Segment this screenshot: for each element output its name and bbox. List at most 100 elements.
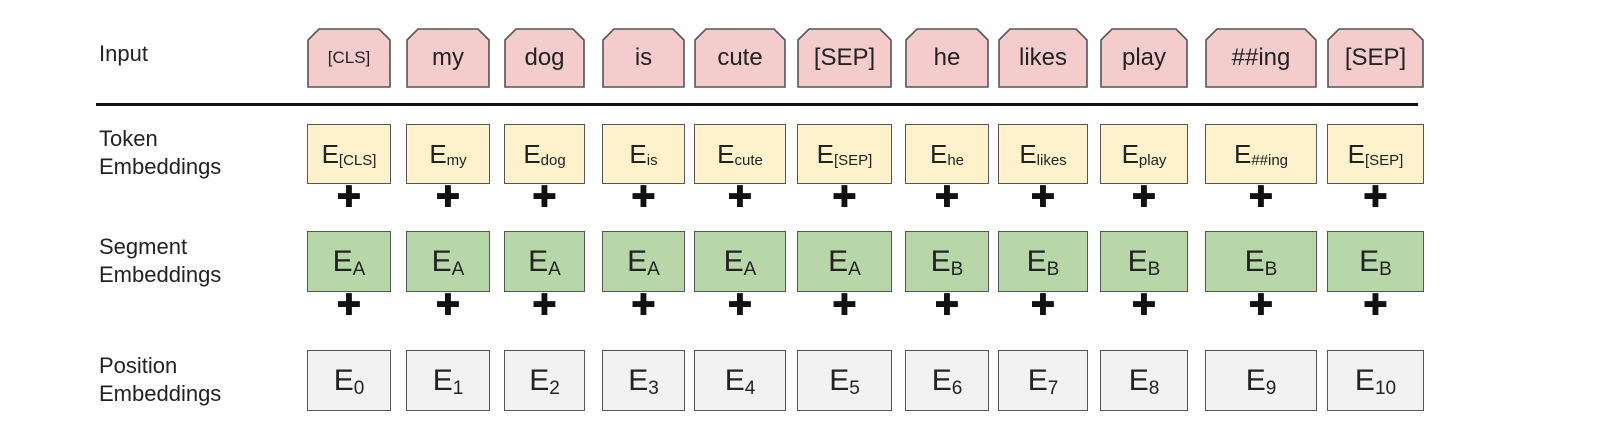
- position-embedding-letter: E: [1027, 363, 1048, 397]
- token-embedding-subscript: dog: [540, 151, 566, 169]
- token-embedding-box: E##ing: [1205, 124, 1317, 184]
- input-token-text: dog: [524, 44, 565, 71]
- segment-embedding-letter: E: [528, 244, 549, 278]
- position-embedding-subscript: 8: [1148, 377, 1160, 399]
- segment-embedding-letter: E: [828, 244, 849, 278]
- segment-embedding-letter: E: [1127, 244, 1148, 278]
- position-embedding-subscript: 0: [353, 377, 365, 399]
- plus-icon: ✚: [934, 288, 960, 323]
- token-embedding-subscript: likes: [1036, 151, 1067, 169]
- input-token-text: [CLS]: [327, 48, 371, 67]
- position-embedding-subscript: 3: [648, 377, 659, 399]
- label-segment-line2: Embeddings: [99, 262, 222, 287]
- position-embedding-subscript: 9: [1265, 377, 1277, 399]
- position-embedding-subscript: 7: [1047, 377, 1059, 399]
- plus-icon: ✚: [630, 180, 657, 215]
- position-embedding-letter: E: [1245, 363, 1266, 397]
- position-embedding-letter: E: [829, 363, 850, 397]
- plus-icon: ✚: [831, 288, 858, 323]
- label-segment-embeddings: Segment Embeddings: [99, 233, 221, 289]
- input-token-text: likes: [1018, 44, 1067, 71]
- position-embedding-subscript: 6: [951, 377, 963, 399]
- segment-embedding-subscript: B: [1147, 258, 1161, 280]
- plus-icon: ✚: [1131, 180, 1157, 215]
- token-embedding-subscript: he: [947, 151, 965, 169]
- plus-icon: ✚: [531, 180, 558, 215]
- plus-icon: ✚: [531, 288, 558, 323]
- segment-embedding-letter: E: [1244, 244, 1265, 278]
- label-position-line2: Embeddings: [99, 381, 222, 406]
- label-segment-line1: Segment: [99, 234, 188, 259]
- token-embedding-box: E[SEP]: [1327, 124, 1424, 184]
- position-embedding-letter: E: [529, 363, 550, 397]
- input-token-box: play: [1100, 28, 1188, 88]
- plus-icon: ✚: [630, 288, 657, 323]
- segment-embedding-subscript: B: [1379, 258, 1392, 280]
- token-embedding-subscript: cute: [734, 151, 763, 169]
- position-embedding-letter: E: [1128, 363, 1149, 397]
- plus-icon: ✚: [1248, 288, 1274, 323]
- input-token-text: is: [634, 44, 653, 71]
- plus-icon: ✚: [1362, 180, 1389, 215]
- input-token-text: cute: [717, 44, 763, 71]
- segment-embedding-subscript: A: [352, 258, 366, 280]
- segment-embedding-letter: E: [431, 244, 452, 278]
- plus-icon: ✚: [727, 288, 753, 323]
- segment-embedding-subscript: B: [1046, 258, 1060, 280]
- token-embedding-letter: E: [1019, 138, 1037, 169]
- token-embedding-letter: E: [1233, 138, 1252, 169]
- plus-icon: ✚: [1030, 180, 1056, 215]
- input-token-box: [CLS]: [307, 28, 391, 88]
- segment-embedding-letter: E: [627, 244, 648, 278]
- plus-icon: ✚: [336, 180, 362, 215]
- position-embedding-subscript: 4: [744, 377, 756, 399]
- input-token-text: ##ing: [1231, 44, 1291, 71]
- position-embedding-letter: E: [724, 363, 745, 397]
- input-token-box: likes: [998, 28, 1088, 88]
- token-embedding-subscript: is: [646, 151, 658, 169]
- token-embedding-subscript: ##ing: [1251, 151, 1289, 169]
- input-token-text: [SEP]: [813, 44, 876, 71]
- input-token-box: is: [602, 28, 685, 88]
- token-embedding-letter: E: [629, 138, 647, 169]
- token-embedding-letter: E: [929, 138, 948, 169]
- plus-icon: ✚: [1131, 288, 1157, 323]
- position-embedding-subscript: 1: [452, 377, 464, 399]
- plus-icon: ✚: [1030, 288, 1056, 323]
- input-token-box: [SEP]: [797, 28, 892, 88]
- token-embedding-letter: E: [816, 138, 834, 169]
- position-embedding-letter: E: [628, 363, 649, 397]
- plus-icon: ✚: [934, 180, 960, 215]
- label-token-line2: Embeddings: [99, 154, 222, 179]
- plus-icon: ✚: [1248, 180, 1274, 215]
- segment-embedding-letter: E: [930, 244, 951, 278]
- position-embedding-letter: E: [1354, 363, 1375, 397]
- token-embedding-subscript: [SEP]: [833, 151, 873, 169]
- position-embedding-subscript: 10: [1374, 377, 1397, 399]
- token-embedding-letter: E: [717, 138, 735, 169]
- segment-embedding-subscript: A: [451, 258, 465, 280]
- input-token-text: he: [933, 44, 961, 71]
- position-embedding-subscript: 2: [549, 377, 560, 399]
